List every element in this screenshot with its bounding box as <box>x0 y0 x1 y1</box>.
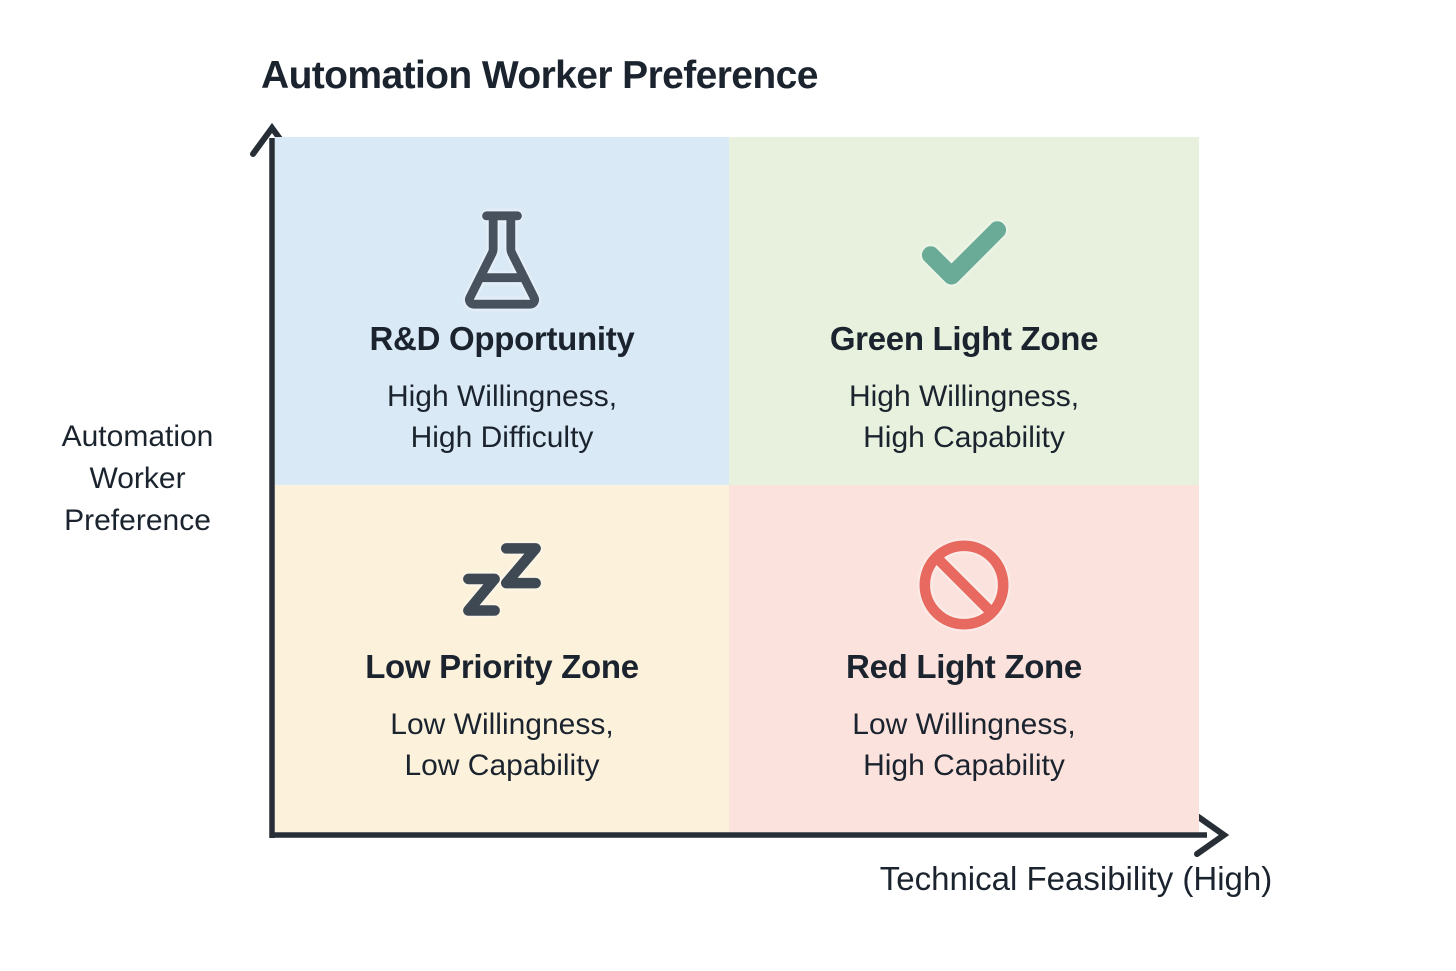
quadrant-subtitle: Low Willingness, High Capability <box>852 708 1076 782</box>
flask-icon <box>449 203 555 322</box>
quadrant-heading: Low Priority Zone <box>365 648 639 685</box>
quadrant-heading: R&D Opportunity <box>369 320 635 357</box>
ban-icon <box>915 536 1013 650</box>
y-axis-label: Automation Worker Preference <box>61 420 214 537</box>
quadrant-subtitle: High Willingness, High Difficulty <box>386 380 618 454</box>
quadrant-heading: Green Light Zone <box>829 320 1099 357</box>
quadrant-green-light-zone: Green Light Zone High Willingness, High … <box>729 137 1199 485</box>
quadrant-subtitle: Low Willingness, Low Capability <box>390 708 614 782</box>
diagram-title: Automation Worker Preference <box>261 54 818 97</box>
check-icon <box>908 205 1020 322</box>
quadrant-rd-opportunity: R&D Opportunity High Willingness, High D… <box>275 137 729 485</box>
sleep-zzz-icon <box>462 542 542 650</box>
quadrant-subtitle: High Willingness, High Capability <box>848 380 1080 454</box>
quadrant-red-light-zone: Red Light Zone Low Willingness, High Cap… <box>729 485 1199 832</box>
quadrant-low-priority-zone: Low Priority Zone Low Willingness, Low C… <box>275 485 729 832</box>
quadrant-grid: R&D Opportunity High Willingness, High D… <box>275 137 1199 832</box>
x-axis-label: Technical Feasibility (High) <box>879 860 1273 897</box>
quadrant-heading: Red Light Zone <box>846 648 1082 685</box>
